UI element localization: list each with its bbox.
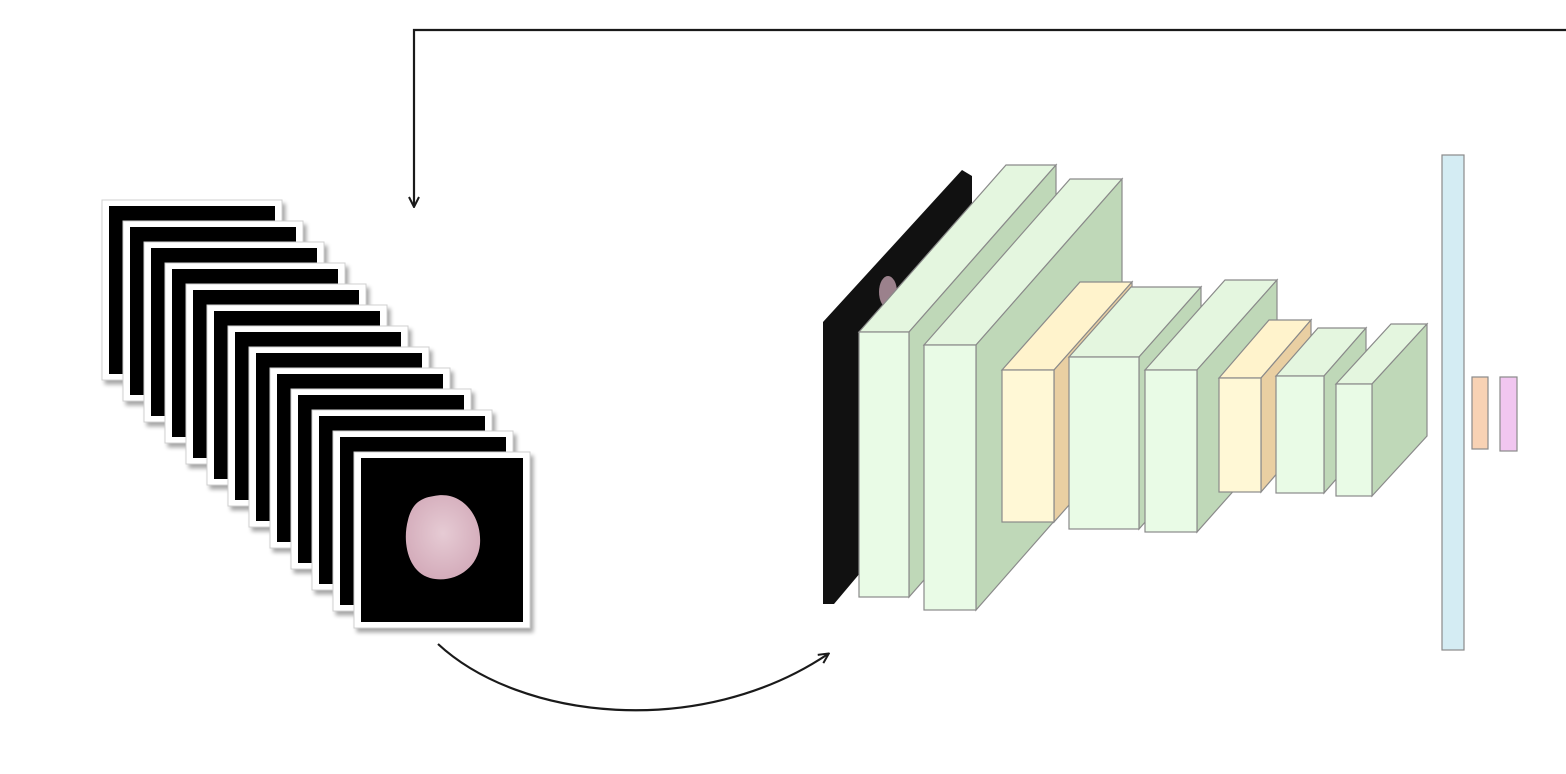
stack-to-network-arrow — [437, 643, 828, 712]
pool-block-2 — [1217, 318, 1313, 494]
output-unit-2 — [1499, 376, 1518, 452]
front-slice — [353, 451, 531, 629]
conv-block-6 — [1334, 322, 1429, 498]
fc-layer-bar — [1441, 154, 1465, 651]
output-unit-1 — [1471, 376, 1489, 450]
cnn-architecture — [823, 154, 1518, 651]
feedback-arrow — [414, 28, 1566, 206]
lesion-slice-icon — [405, 495, 481, 580]
image-slice-stack — [101, 199, 531, 629]
